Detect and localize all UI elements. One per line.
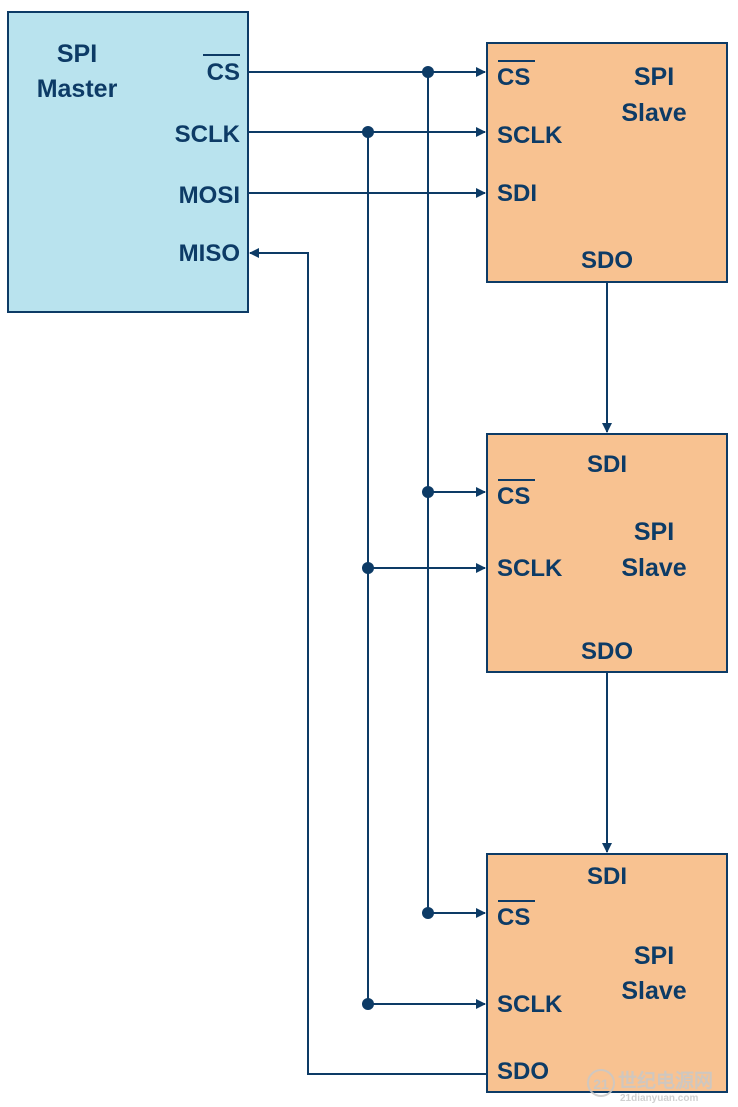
watermark-logo-icon — [587, 1069, 615, 1097]
master-pin-mosi: MOSI — [179, 182, 240, 209]
wiring — [248, 66, 612, 1075]
slave-1-title-line1: SPI — [634, 63, 674, 91]
slave-3-box — [486, 853, 728, 1093]
slave-2-box — [486, 433, 728, 673]
slave-2-title-line2: Slave — [621, 554, 686, 582]
spi-slave-1-block: SPI Slave CS SCLK SDI SDO — [486, 42, 728, 283]
master-box — [7, 11, 249, 313]
cs-junction-3 — [422, 907, 434, 919]
slave-3-pin-cs: CS — [497, 904, 530, 931]
sclk-junction-2 — [362, 562, 374, 574]
slave-1-pin-sdi: SDI — [497, 180, 537, 207]
slave-3-title-line2: Slave — [621, 977, 686, 1005]
slave-1-title-line2: Slave — [621, 99, 686, 127]
sclk-junction-1 — [362, 126, 374, 138]
master-title-line2: Master — [37, 75, 118, 103]
spi-slave-3-block: SDI SPI Slave CS SCLK SDO — [486, 853, 728, 1093]
slave-3-title-line1: SPI — [634, 942, 674, 970]
slave-3-pin-sdo: SDO — [497, 1058, 549, 1085]
spi-master-block: SPI Master CS SCLK MOSI MISO — [7, 11, 249, 313]
wire-slave-3-sdo-to-master-miso — [249, 248, 487, 1075]
watermark-site-cn: 世纪电源网 — [618, 1069, 713, 1092]
slave-3-pin-sdi: SDI — [587, 863, 627, 890]
master-pin-sclk: SCLK — [175, 121, 241, 148]
cs-junction-2 — [422, 486, 434, 498]
slave-1-pin-cs: CS — [497, 64, 530, 91]
slave-2-title-line1: SPI — [634, 518, 674, 546]
sclk-junction-3 — [362, 998, 374, 1010]
cs-junction-1 — [422, 66, 434, 78]
master-title-line1: SPI — [57, 40, 97, 68]
slave-2-pin-sclk: SCLK — [497, 555, 563, 582]
watermark: 21 世纪电源网 21dianyuan.com — [587, 1069, 713, 1104]
slave-3-pin-sclk: SCLK — [497, 991, 563, 1018]
slave-2-pin-cs: CS — [497, 483, 530, 510]
slave-2-pin-sdi: SDI — [587, 451, 627, 478]
master-pin-cs: CS — [207, 59, 240, 86]
spi-slave-2-block: SDI SPI Slave CS SCLK SDO — [486, 433, 728, 673]
watermark-site-url: 21dianyuan.com — [620, 1093, 698, 1104]
slave-1-pin-sdo: SDO — [581, 247, 633, 274]
master-pin-miso: MISO — [179, 240, 240, 267]
watermark-logo-text: 21 — [593, 1076, 609, 1092]
slave-2-pin-sdo: SDO — [581, 638, 633, 665]
slave-1-pin-sclk: SCLK — [497, 122, 563, 149]
